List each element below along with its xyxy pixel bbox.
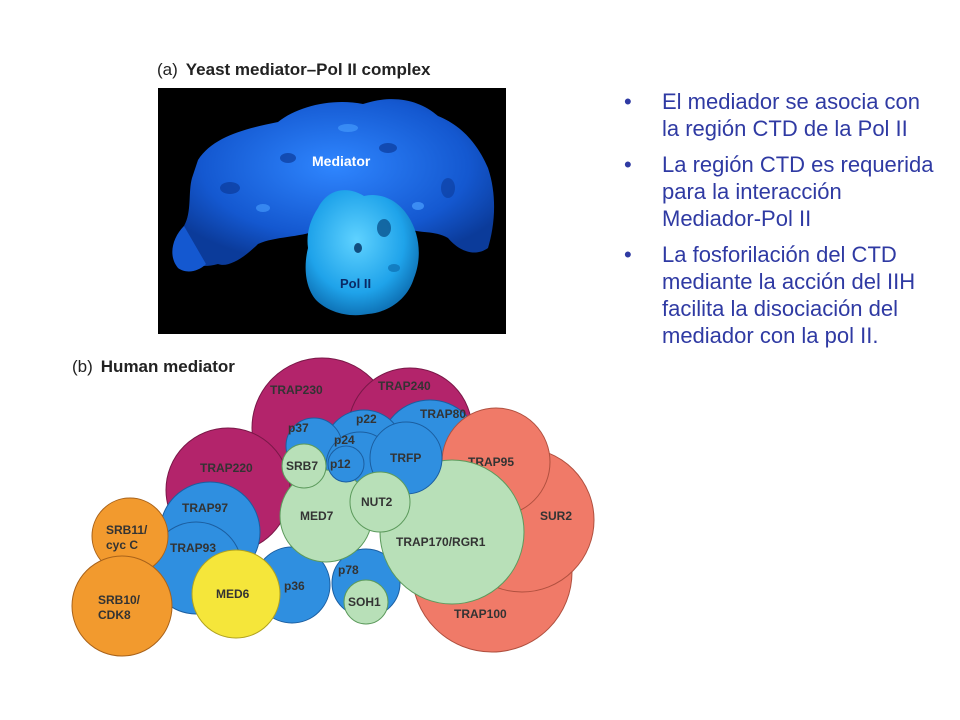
srb11-label: SRB11/ cyc C	[106, 523, 151, 552]
pol2-label: Pol II	[340, 276, 371, 291]
subunit-srb10-cdk8: SRB10/ CDK8	[71, 555, 173, 657]
subunit-srb7: SRB7	[281, 443, 327, 489]
panel-b-title-text: Human mediator	[100, 357, 235, 376]
mediator-label: Mediator	[312, 153, 371, 169]
svg-text:TRAP170/RGR1: TRAP170/RGR1	[396, 535, 486, 549]
subunit-nut2: NUT2	[349, 471, 411, 533]
svg-text:p12: p12	[330, 457, 351, 471]
em-density-map: Mediator Pol II	[158, 88, 506, 334]
subunit-trap170-rgr1: TRAP170/RGR1	[379, 459, 525, 605]
panel-a-title-text: Yeast mediator–Pol II complex	[185, 60, 431, 79]
panel-a-title: (a) Yeast mediator–Pol II complex	[157, 60, 431, 80]
mediator-density	[172, 99, 495, 272]
panel-a-letter: (a)	[157, 60, 178, 79]
bullet-item-1: El mediador se asocia con la región CTD …	[620, 88, 940, 142]
subunit-p12: p12	[327, 445, 365, 483]
svg-text:NUT2: NUT2	[361, 495, 393, 509]
svg-text:SRB7: SRB7	[286, 459, 318, 473]
subunit-med6: MED6	[191, 549, 281, 639]
svg-text:SOH1: SOH1	[348, 595, 381, 609]
bullet-item-2: La región CTD es requerida para la inter…	[620, 151, 940, 232]
subunit-soh1: SOH1	[343, 579, 389, 625]
panel-b-letter: (b)	[72, 357, 93, 376]
bullet-item-3: La fosforilación del CTD mediante la acc…	[620, 241, 940, 349]
svg-text:TRFP: TRFP	[390, 451, 421, 465]
bullet-list: El mediador se asocia con la región CTD …	[620, 88, 940, 358]
panel-b-title: (b) Human mediator	[72, 357, 235, 377]
srb10-label: SRB10/ CDK8	[98, 593, 143, 622]
svg-text:p22: p22	[356, 412, 377, 426]
pol2-density	[305, 190, 419, 316]
svg-text:TRAP80: TRAP80	[420, 407, 466, 421]
svg-text:TRAP240: TRAP240	[378, 379, 431, 393]
svg-text:MED6: MED6	[216, 587, 250, 601]
subunit-srb11-cycc: SRB11/ cyc C	[91, 497, 169, 575]
svg-text:MED7: MED7	[300, 509, 334, 523]
svg-text:p78: p78	[338, 563, 359, 577]
svg-text:SUR2: SUR2	[540, 509, 572, 523]
svg-text:TRAP230: TRAP230	[270, 383, 323, 397]
svg-text:p24: p24	[334, 433, 355, 447]
human-mediator-diagram: TRAP230 TRAP240 TRAP220 TRAP100 SUR2 TRA…	[71, 357, 595, 657]
svg-text:TRAP97: TRAP97	[182, 501, 228, 515]
svg-text:p37: p37	[288, 421, 309, 435]
svg-text:TRAP100: TRAP100	[454, 607, 507, 621]
svg-text:p36: p36	[284, 579, 305, 593]
svg-text:TRAP93: TRAP93	[170, 541, 216, 555]
svg-text:TRAP220: TRAP220	[200, 461, 253, 475]
